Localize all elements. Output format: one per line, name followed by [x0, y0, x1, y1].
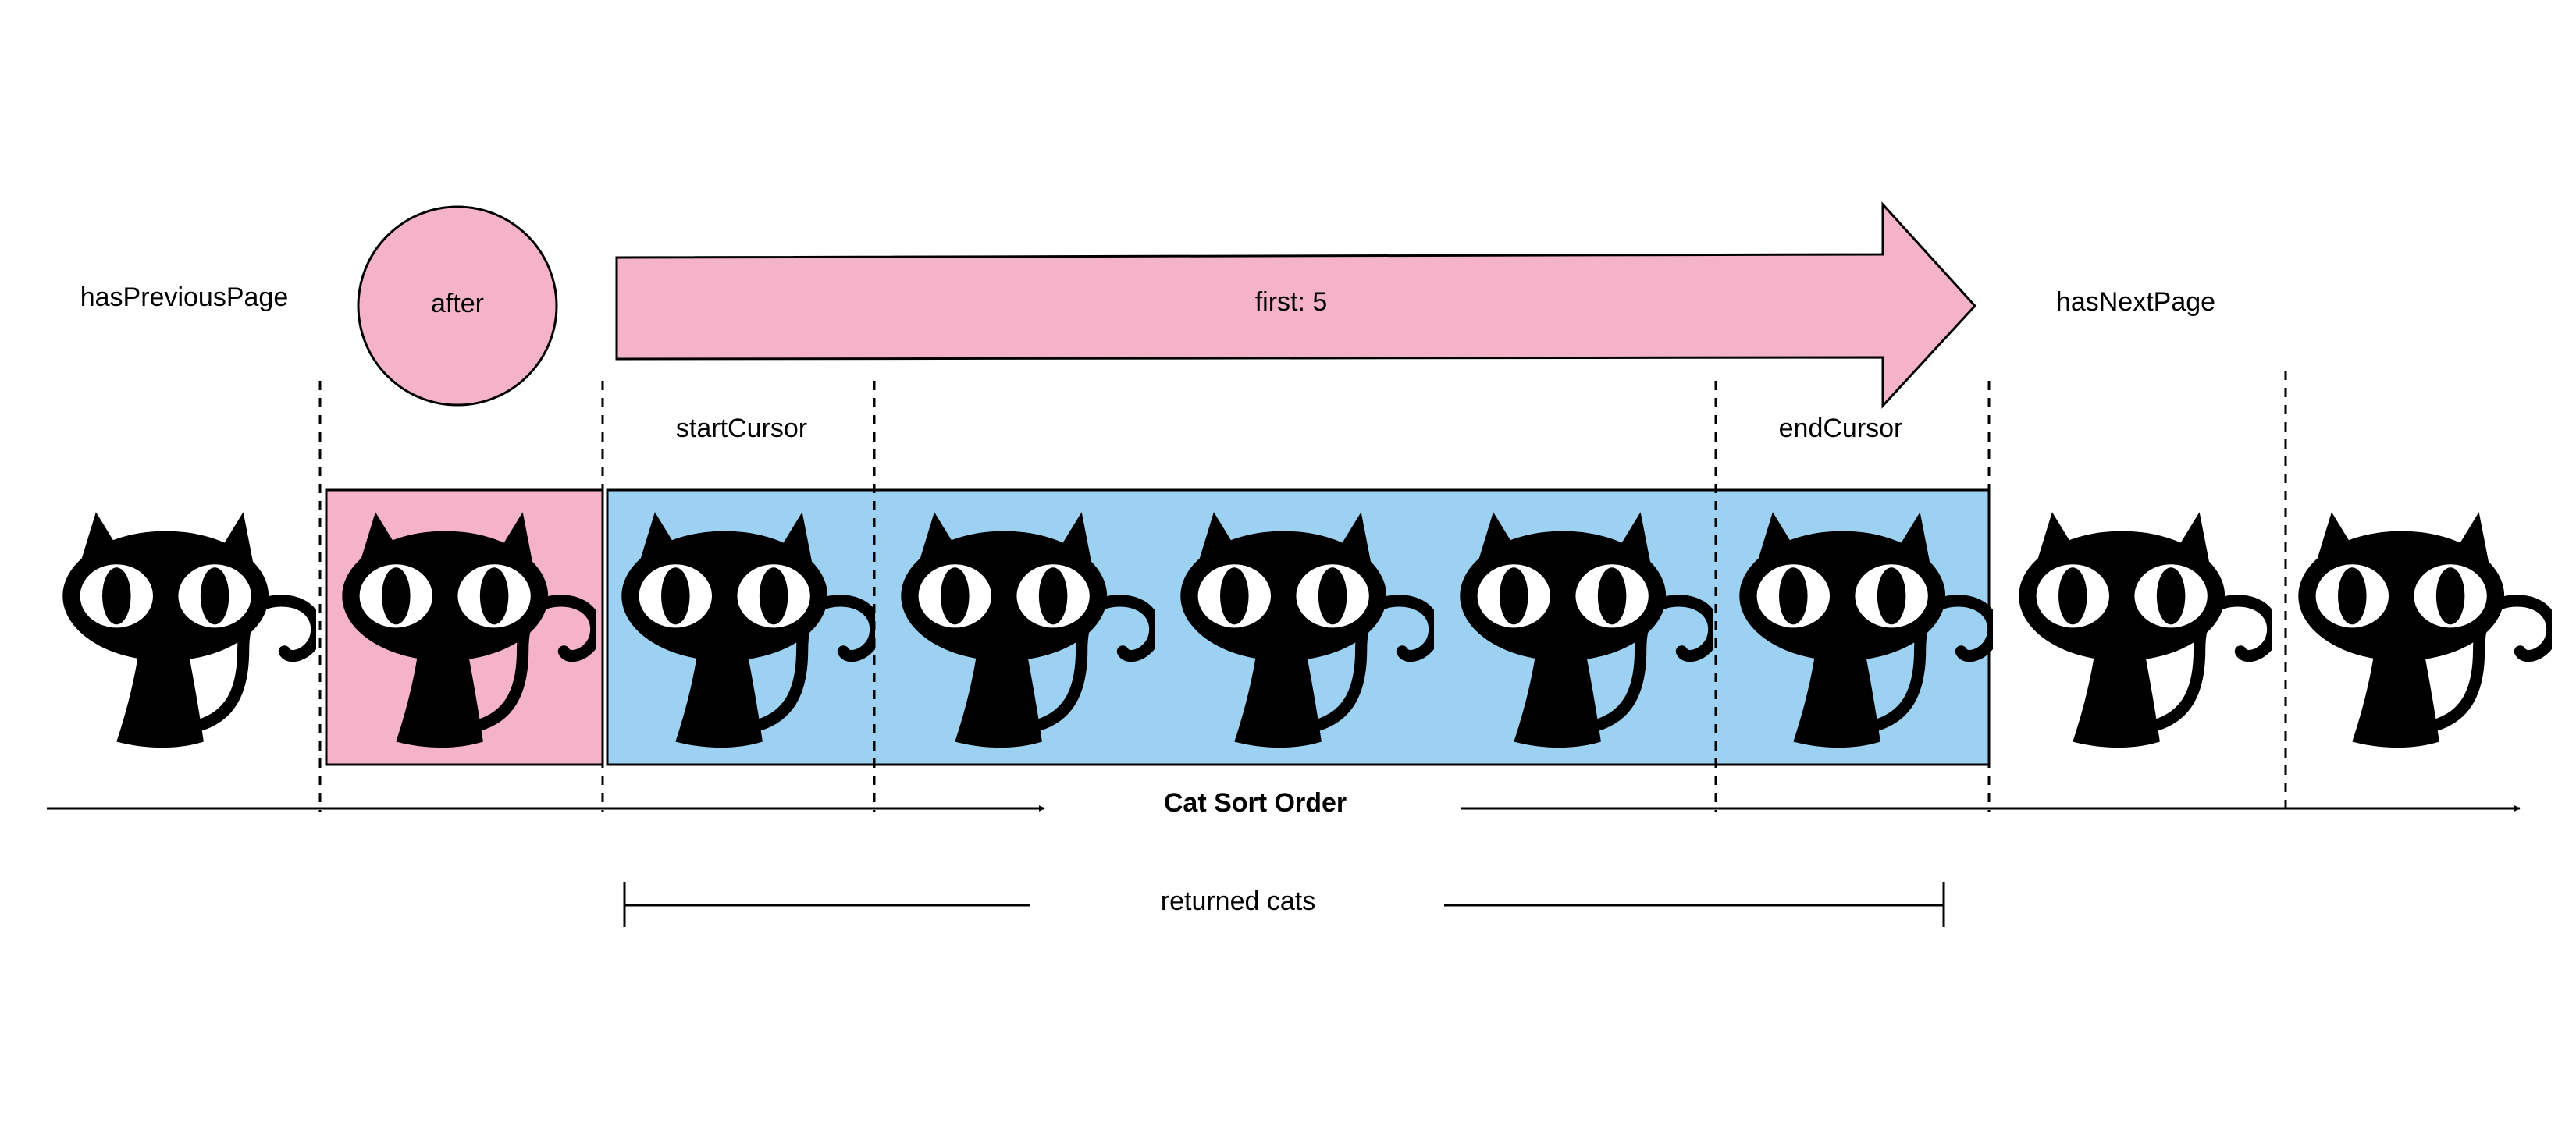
cursor-separators: [318, 371, 2287, 812]
first-arrow: [615, 201, 1977, 409]
has-previous-page-label: hasPreviousPage: [80, 282, 289, 312]
first-label: first: 5: [1255, 287, 1328, 317]
end-cursor-label: endCursor: [1779, 414, 1903, 443]
cat-icon: [2019, 512, 2272, 748]
has-next-page-label: hasNextPage: [2056, 287, 2215, 317]
cat-icon: [62, 512, 316, 748]
returned-cats-label: returned cats: [1161, 886, 1315, 916]
sort-order-label: Cat Sort Order: [1164, 788, 1347, 818]
after-circle: [357, 205, 558, 407]
cats-row: [62, 512, 2552, 748]
cat-icon: [2298, 512, 2552, 748]
after-label: after: [431, 289, 484, 318]
start-cursor-label: startCursor: [676, 414, 807, 443]
